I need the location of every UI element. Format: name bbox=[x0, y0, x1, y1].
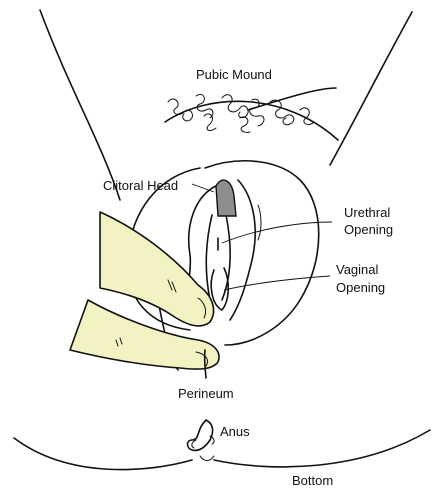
left-thigh-line bbox=[40, 10, 120, 200]
pubic-mound bbox=[165, 94, 338, 140]
label-vaginal-opening-1: Vaginal bbox=[336, 262, 378, 277]
label-clitoral-head: Clitoral Head bbox=[103, 178, 178, 193]
anus-shape bbox=[188, 420, 215, 461]
label-pubic-mound: Pubic Mound bbox=[196, 67, 272, 82]
upper-finger bbox=[100, 212, 214, 326]
label-perineum: Perineum bbox=[178, 386, 234, 401]
right-thigh-line bbox=[330, 12, 412, 165]
clitoral-head bbox=[216, 180, 236, 216]
label-vaginal-opening-2: Opening bbox=[336, 280, 385, 295]
label-bottom: Bottom bbox=[292, 473, 333, 488]
right-hip-line bbox=[248, 88, 336, 110]
fingers bbox=[70, 212, 219, 369]
label-urethral-opening-1: Urethral bbox=[344, 205, 390, 220]
label-urethral-opening-2: Opening bbox=[344, 222, 393, 237]
vaginal-opening-leader bbox=[224, 276, 330, 290]
clitoral-head-leader bbox=[192, 184, 214, 192]
urethral-opening-leader bbox=[222, 222, 332, 243]
label-anus: Anus bbox=[220, 424, 250, 439]
